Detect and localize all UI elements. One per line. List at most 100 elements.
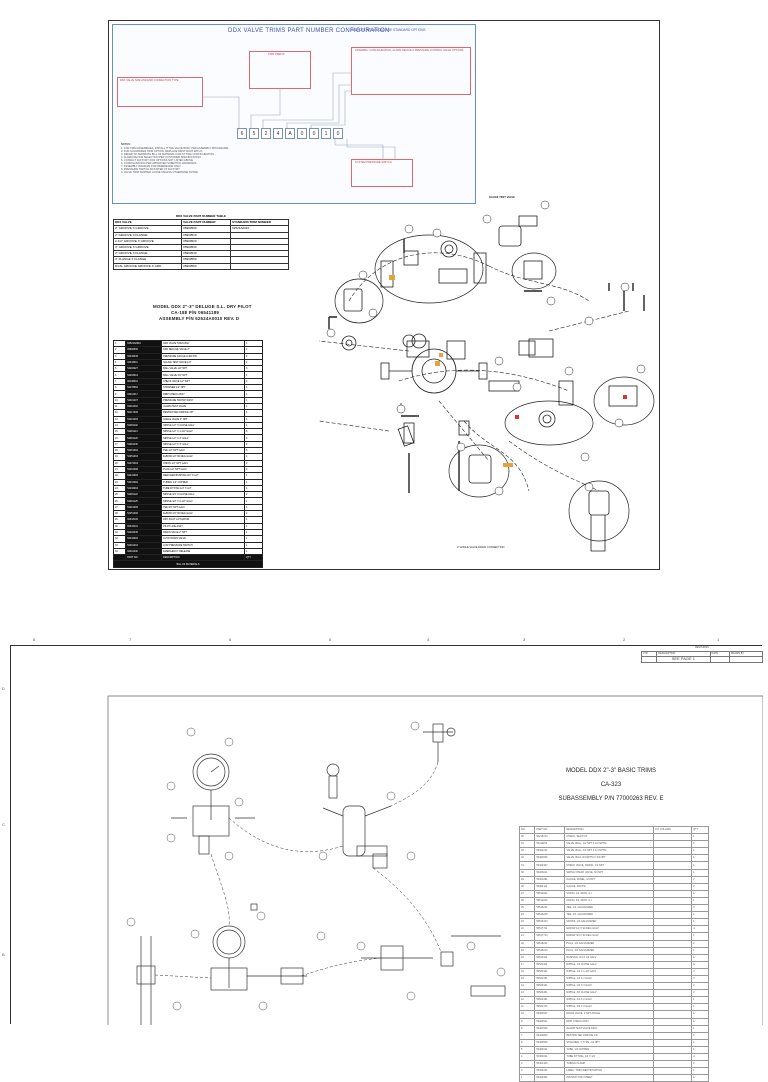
subassembly-bom-cell: 1 <box>691 833 709 842</box>
subassembly-bom-cell: 1 <box>691 861 709 870</box>
bom-cell: 24 <box>112 484 127 493</box>
subassembly-bom-cell: 5 <box>518 1045 536 1055</box>
trim-prefix-title: TRIM PREFIX <box>268 53 285 56</box>
bom-cell: 1 <box>244 402 263 411</box>
bom-cell: 4 <box>244 484 263 493</box>
subassembly-bom-cell <box>653 1045 693 1055</box>
subassembly-bom-cell <box>653 960 693 969</box>
bom-cell: 1 <box>244 415 263 423</box>
part-number-table: DDX VALVE PART NUMBER TABLE DDX VALVE VA… <box>112 214 289 270</box>
subassembly-bom-cell: 14 <box>518 982 536 991</box>
bom-cell: 22 <box>112 472 127 480</box>
bom-cell: 1 <box>244 384 263 392</box>
config-digit-4: 4 <box>273 128 283 139</box>
bom-cell: 16 <box>112 434 127 442</box>
subassembly-bom-cell: 7 <box>518 1031 536 1040</box>
bom-cell: 2 <box>244 491 263 499</box>
subassembly-bom-cell: 1 <box>691 889 709 898</box>
valve-size-box: DDX VALVE SIZE AND END CONNECTION TYPE <box>117 77 203 107</box>
bom-cell: 1 <box>244 396 263 404</box>
subassembly-bom-cell: 32 <box>518 854 536 863</box>
subassembly-bom-cell <box>653 932 693 941</box>
bom-cell: 5 <box>244 447 263 455</box>
subassembly-bom-cell: DRIP CHECK ASSY <box>564 1017 655 1026</box>
subassembly-bom-cell: 1 <box>691 1074 709 1082</box>
rev-drawn <box>728 656 764 663</box>
subassembly-bom-cell: 1 <box>691 996 709 1005</box>
subassembly-bom-cell: TUBE, 1/4 COPPER <box>564 1045 655 1055</box>
subassembly-bom-cell: 50402111 <box>534 882 566 891</box>
subassembly-bom-cell: UNION, 3/4, IRON, G.I. <box>564 896 655 906</box>
subassembly-bom-cell <box>653 982 693 991</box>
subassembly-bom-cell: PLUG, 1/2 GALVANIZED <box>564 939 655 948</box>
bom-cell: 15 <box>112 428 127 436</box>
subassembly-bom-cell: NIPPLE, 3/4 CLOSE GALV <box>564 989 655 998</box>
subassembly-bom-cell: 50520131 <box>534 974 566 984</box>
subassembly-bom-cell: 50520161 <box>534 996 566 1005</box>
subassembly-bom-cell: NIPPLE, 3/4 X 3 GALV <box>564 1003 655 1012</box>
subassembly-bom-cell: 18 <box>518 953 536 962</box>
bom-cell: 2 <box>112 346 127 354</box>
bom-cell: 7 <box>112 377 127 386</box>
bom-cell: 17 <box>112 440 127 449</box>
subassembly-bom-cell: 25 <box>518 904 536 913</box>
subassembly-bom-cell: VALVE, BALL, 1/4 NPT X 1/4 NPTM <box>564 847 655 856</box>
subassembly-bom-cell <box>653 967 693 976</box>
subassembly-bom-cell: UNION, 1/2, IRON, G.I. <box>564 889 655 898</box>
bom-cell: NIPPLE 1/2" X 3" GALV <box>161 440 246 449</box>
subassembly-bom-cell: 35 <box>518 833 536 842</box>
bom-cell: 1 <box>244 390 263 398</box>
subassembly-bom-cell: 1 <box>691 1017 709 1026</box>
subassembly-bom-cell: TUBE FITTING, 1/4 X 1/4 <box>564 1052 655 1062</box>
config-digit-7: 0 <box>309 128 319 139</box>
subassembly-bom-cell: 1 <box>691 1031 709 1040</box>
part-number-configuration-panel: DDX VALVE TRIMS PART NUMBER CONFIGURATIO… <box>112 24 476 204</box>
subassembly-bom-cell: 4 <box>691 1052 709 1062</box>
configuration-leader-lines <box>203 72 396 159</box>
subassembly-bom-cell: 50516211 <box>534 904 566 913</box>
subassembly-bom-cell: PLUG, 3/4 GALVANIZED <box>564 946 655 955</box>
note-6: 6. CONFIGURATION PER APPROVED SUBMITTAL … <box>121 162 197 165</box>
bom-cell: BALL VALVE 3/4" NPT <box>161 371 246 379</box>
bom-cell: TUBE FITTING 1/4" X 1/4" <box>161 484 246 493</box>
subassembly-bom-cell <box>653 918 693 927</box>
row-zone-b: B <box>2 952 5 957</box>
subassembly-bom-cell: 50402800 <box>534 1031 566 1040</box>
subassembly-bom-cell <box>653 939 693 948</box>
note-3: 3. REFER TO SEPARATE BILL OF MATERIAL FO… <box>121 153 215 156</box>
subassembly-bom-cell: 12 <box>518 996 536 1005</box>
bom-cell: NIPPLE 1/2" X CLOSE GALV <box>161 421 246 430</box>
subassembly-bom-cell: 1 <box>691 953 709 962</box>
bom-cell: 2 <box>244 352 263 360</box>
bom-cell: ALARM TEST VALVE <box>161 402 246 411</box>
bom-cell: 1 <box>244 409 263 417</box>
subassembly-bom-cell: 34 <box>518 840 536 849</box>
subassembly-bom-cell <box>653 925 693 934</box>
basic-trim-drawing <box>126 721 506 1025</box>
subassembly-bom-cell: 30 <box>518 868 536 877</box>
subassembly-bom-cell: 6 <box>691 960 709 969</box>
subassembly-bom-cell: 15 <box>518 974 536 984</box>
subassembly-bom-cell: 33 <box>518 847 536 856</box>
bom-cell: 6 <box>112 371 127 379</box>
